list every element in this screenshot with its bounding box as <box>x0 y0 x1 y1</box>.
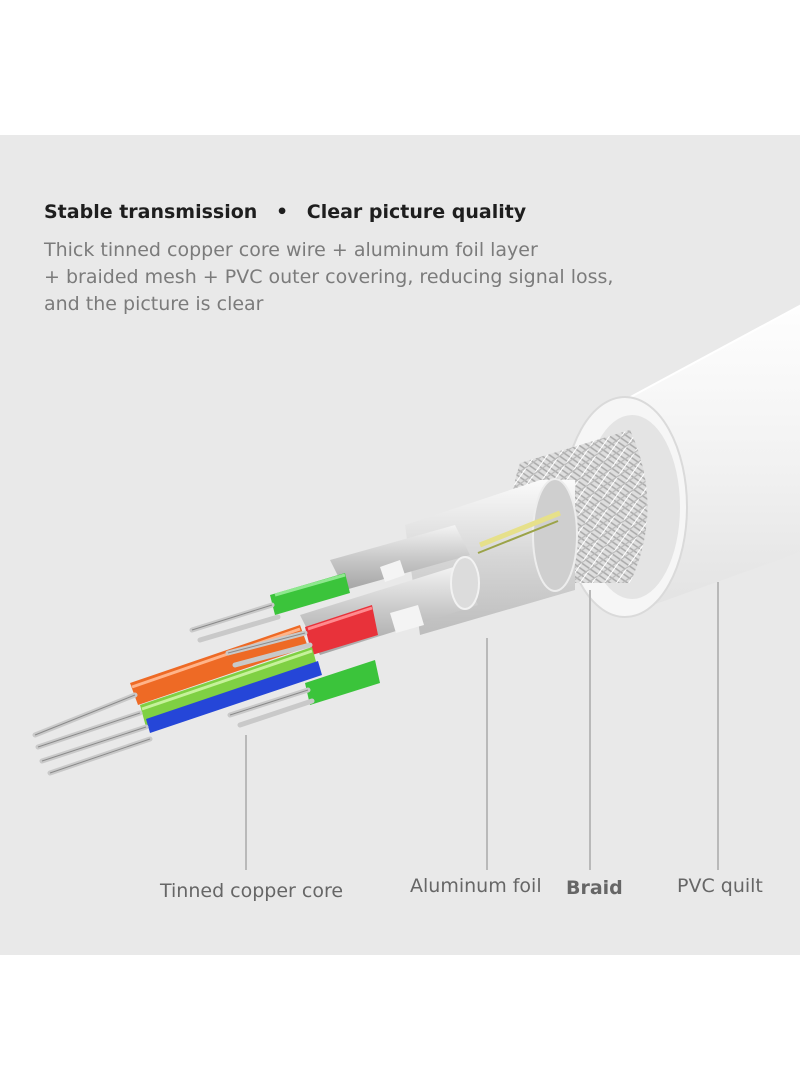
label-aluminum-foil: Aluminum foil <box>410 875 542 897</box>
red-wire <box>305 605 378 655</box>
green-wire-lower <box>305 660 380 705</box>
green-wire-top <box>270 573 350 615</box>
label-braid: Braid <box>566 877 623 899</box>
headline-right: Clear picture quality <box>306 201 527 223</box>
description-line-2: + braided mesh + PVC outer covering, red… <box>44 266 614 288</box>
headline-separator: • <box>275 201 289 223</box>
callout-lines <box>245 582 719 870</box>
description-line-3: and the picture is clear <box>44 293 264 315</box>
label-pvc-quilt: PVC quilt <box>677 875 763 897</box>
colored-wire-bundle <box>130 625 322 733</box>
description: Thick tinned copper core wire + aluminum… <box>44 237 614 318</box>
description-line-1: Thick tinned copper core wire + aluminum… <box>44 239 538 261</box>
headline-left: Stable transmission <box>44 201 258 223</box>
cable-illustration <box>32 304 800 870</box>
headline: Stable transmission • Clear picture qual… <box>44 201 526 223</box>
diagram-panel: Stable transmission • Clear picture qual… <box>0 135 800 955</box>
label-tinned-copper-core: Tinned copper core <box>160 880 344 902</box>
